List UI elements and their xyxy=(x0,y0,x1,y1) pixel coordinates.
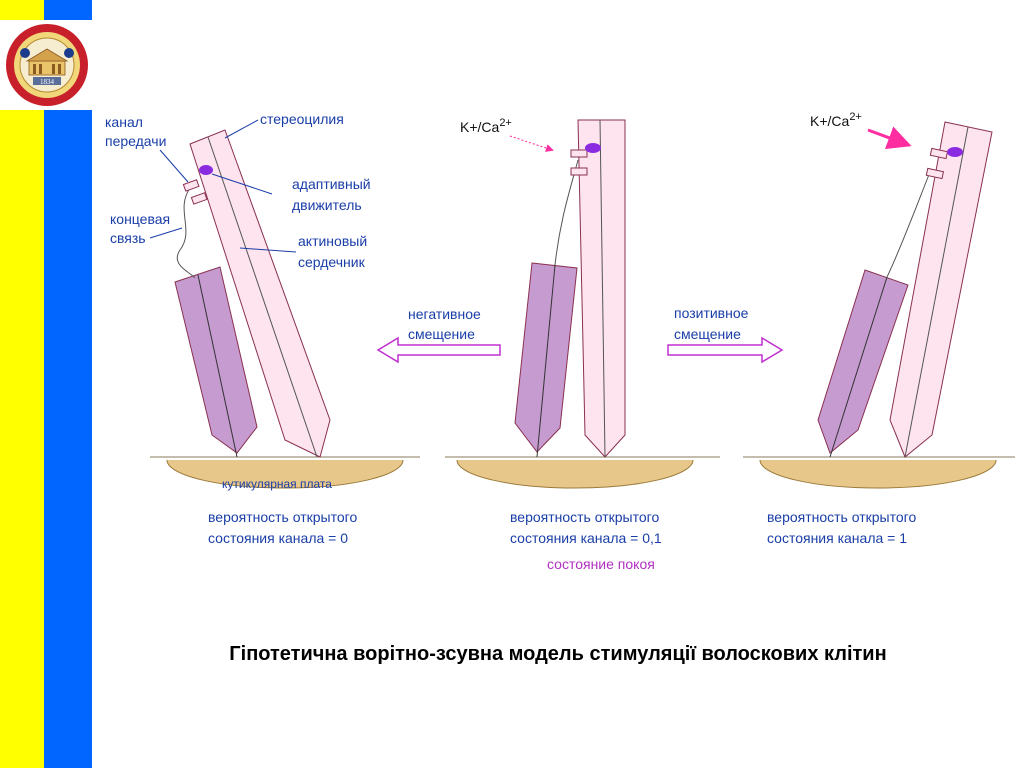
ion-label-3: K+/Ca2+ xyxy=(810,111,862,129)
label-channel-line1: канал xyxy=(105,114,143,130)
adaptive-motor-3 xyxy=(947,147,963,157)
probability-2-line1: вероятность открытого xyxy=(510,509,659,525)
emblem-year: 1834 xyxy=(40,78,55,86)
tall-stereocilium-3 xyxy=(889,121,993,458)
flag-stripe-blue xyxy=(44,110,92,768)
label-negative-shift-line2: смещение xyxy=(408,326,475,342)
flag-stripe-yellow xyxy=(0,110,44,768)
channel-gate-1 xyxy=(182,179,200,192)
channel-gate-2 xyxy=(570,149,588,158)
negative-shift-arrow xyxy=(376,336,501,364)
slide-caption: Гіпотетична ворітно-зсувна модель стимул… xyxy=(229,643,887,665)
ion-label-2: K+/Ca2+ xyxy=(460,117,512,135)
tip-link-1 xyxy=(176,187,196,279)
label-channel-line2: передачи xyxy=(105,133,166,149)
positive-shift-arrow xyxy=(667,336,784,364)
university-emblem-icon: 1834 xyxy=(6,24,88,106)
label-negative-shift-line1: негативное xyxy=(408,306,481,322)
tall-stereocilium-2 xyxy=(577,119,626,458)
tip-link-2 xyxy=(554,159,579,266)
short-stereocilium-3 xyxy=(817,269,909,454)
channel-gate-3 xyxy=(929,147,949,160)
tip-link-3 xyxy=(886,171,931,278)
label-stereocilia: стереоцилия xyxy=(260,111,344,127)
channel-gate-3b xyxy=(925,167,945,180)
label-adaptive-motor-line2: движитель xyxy=(292,197,362,213)
probability-3-line2: состояния канала = 1 xyxy=(767,530,907,546)
ion-flow-arrow-3 xyxy=(867,126,912,150)
label-adaptive-motor-line1: адаптивный xyxy=(292,176,371,192)
label-cuticular-plate: кутикулярная плата xyxy=(222,477,332,491)
ion-flow-arrow-2 xyxy=(509,135,554,152)
tall-stereocilium-1 xyxy=(189,129,331,458)
probability-3-line1: вероятность открытого xyxy=(767,509,916,525)
label-positive-shift-line1: позитивное xyxy=(674,305,749,321)
probability-2-line2: состояния канала = 0,1 xyxy=(510,530,662,546)
probability-1-line1: вероятность открытого xyxy=(208,509,357,525)
adaptive-motor-1 xyxy=(199,165,213,175)
flag-stripe-yellow-top xyxy=(0,0,44,20)
hair-cell-diagram: канал передачи стереоцилия адаптивный дв… xyxy=(105,111,1015,572)
channel-gate-2b xyxy=(570,167,588,176)
adaptive-motor-2 xyxy=(585,143,601,153)
label-resting-state: состояние покоя xyxy=(547,556,655,572)
label-tip-link-line2: связь xyxy=(110,230,146,246)
label-actin-core-line1: актиновый xyxy=(298,233,367,249)
label-tip-link-line1: концевая xyxy=(110,211,170,227)
label-actin-core-line2: сердечник xyxy=(298,254,366,270)
probability-1-line2: состояния канала = 0 xyxy=(208,530,348,546)
flag-stripe-blue-top xyxy=(44,0,92,20)
channel-gate-1b xyxy=(190,192,208,205)
label-positive-shift-line2: смещение xyxy=(674,326,741,342)
